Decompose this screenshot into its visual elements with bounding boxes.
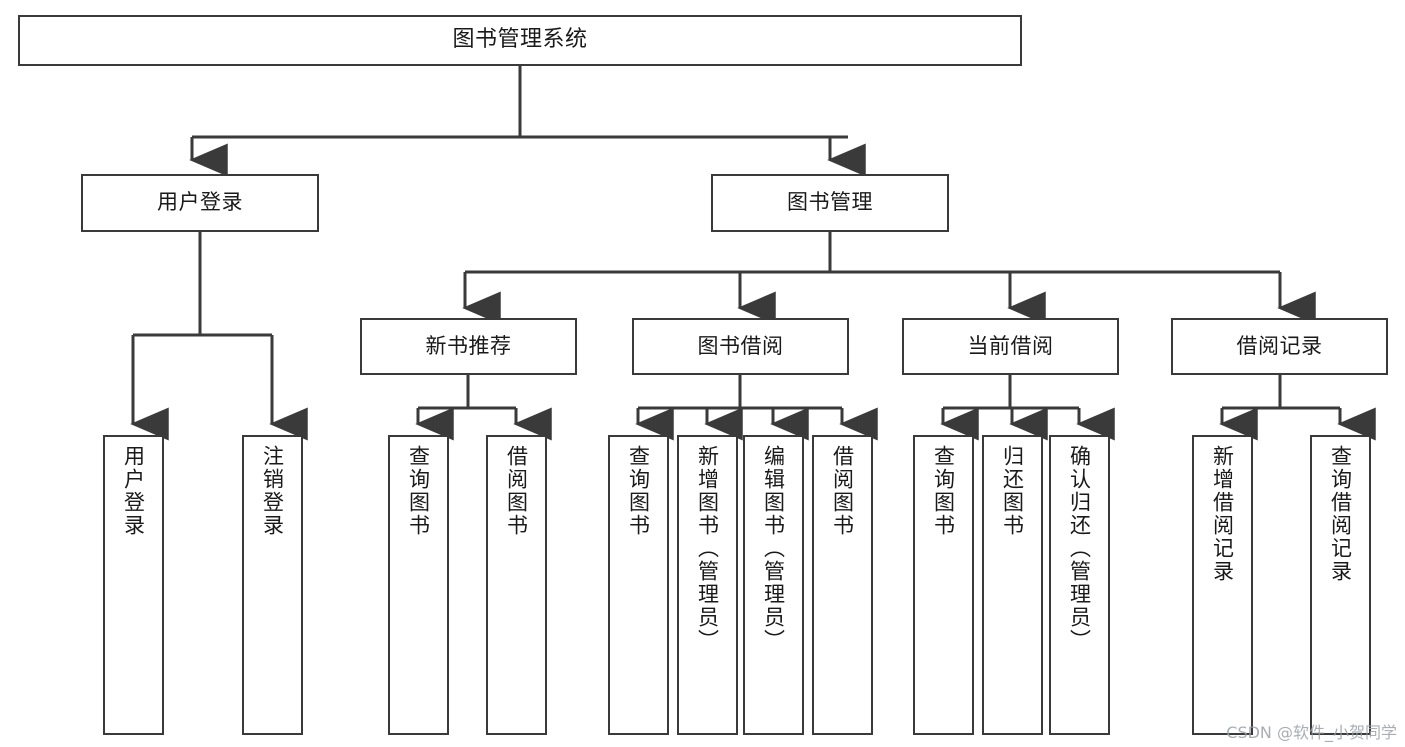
csdn-watermark: CSDN @软件_小贺同学 bbox=[1226, 723, 1397, 742]
node-label: 确认归还（管理员） bbox=[1067, 445, 1092, 652]
leaf-record-add-record[interactable]: 新增借阅记录 bbox=[1192, 435, 1253, 735]
node-label: 查询图书 bbox=[406, 445, 431, 537]
leaf-user-login[interactable]: 用户登录 bbox=[103, 435, 164, 735]
node-book-management[interactable]: 图书管理 bbox=[711, 174, 949, 232]
node-label: 注销登录 bbox=[260, 445, 285, 537]
node-label: 新增图书（管理员） bbox=[695, 445, 720, 652]
node-label: 用户登录 bbox=[121, 445, 146, 537]
node-label: 新增借阅记录 bbox=[1210, 445, 1235, 583]
leaf-current-return-book[interactable]: 归还图书 bbox=[982, 435, 1043, 735]
leaf-current-confirm-return-admin[interactable]: 确认归还（管理员） bbox=[1049, 435, 1110, 735]
leaf-borrow-edit-book-admin[interactable]: 编辑图书（管理员） bbox=[743, 435, 804, 735]
leaf-record-query-record[interactable]: 查询借阅记录 bbox=[1310, 435, 1371, 735]
node-label: 归还图书 bbox=[1000, 445, 1025, 537]
node-label: 图书管理系统 bbox=[452, 27, 588, 53]
leaf-newbook-borrow-book[interactable]: 借阅图书 bbox=[486, 435, 547, 735]
node-user-login[interactable]: 用户登录 bbox=[81, 174, 319, 232]
node-label: 用户登录 bbox=[157, 190, 243, 215]
node-label: 查询图书 bbox=[626, 445, 651, 537]
node-label: 编辑图书（管理员） bbox=[761, 445, 786, 652]
node-label: 借阅记录 bbox=[1236, 333, 1323, 358]
node-label: 查询图书 bbox=[931, 445, 956, 537]
node-label: 查询借阅记录 bbox=[1328, 445, 1353, 583]
leaf-current-query-book[interactable]: 查询图书 bbox=[913, 435, 974, 735]
leaf-borrow-add-book-admin[interactable]: 新增图书（管理员） bbox=[677, 435, 738, 735]
node-root-system[interactable]: 图书管理系统 bbox=[18, 15, 1022, 66]
leaf-borrow-borrow-book[interactable]: 借阅图书 bbox=[812, 435, 873, 735]
node-borrow-record[interactable]: 借阅记录 bbox=[1171, 318, 1388, 375]
node-new-book-recommend[interactable]: 新书推荐 bbox=[360, 318, 577, 375]
leaf-borrow-query-book[interactable]: 查询图书 bbox=[608, 435, 669, 735]
leaf-newbook-query-book[interactable]: 查询图书 bbox=[388, 435, 449, 735]
node-label: 借阅图书 bbox=[504, 445, 529, 537]
node-book-borrow[interactable]: 图书借阅 bbox=[632, 318, 849, 375]
node-label: 借阅图书 bbox=[830, 445, 855, 537]
node-label: 图书借阅 bbox=[697, 333, 784, 358]
node-current-borrow[interactable]: 当前借阅 bbox=[902, 318, 1119, 375]
node-label: 图书管理 bbox=[787, 190, 873, 215]
leaf-user-logout[interactable]: 注销登录 bbox=[242, 435, 303, 735]
node-label: 当前借阅 bbox=[967, 333, 1054, 358]
node-label: 新书推荐 bbox=[425, 333, 512, 358]
